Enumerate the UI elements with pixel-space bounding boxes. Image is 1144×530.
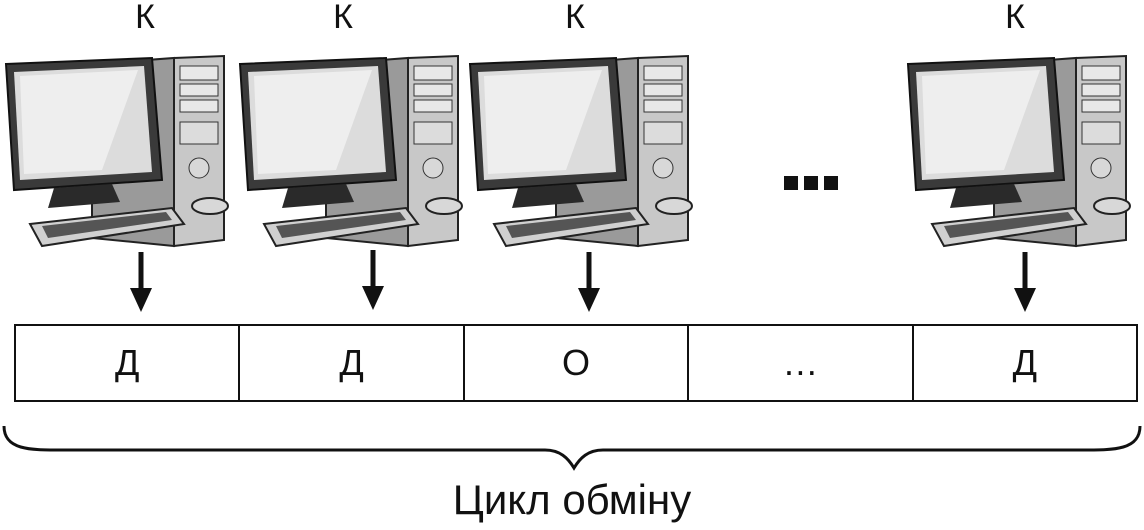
computer-label-1: К <box>135 0 155 36</box>
down-arrow-icon <box>130 252 152 312</box>
computer-icon <box>468 54 693 248</box>
frame-slot-4: … <box>689 326 914 400</box>
exchange-frame: Д Д О … Д <box>14 324 1138 402</box>
frame-slot-5: Д <box>1012 342 1038 383</box>
frame-slot-3: О <box>465 326 690 400</box>
down-arrow-icon <box>1014 252 1036 312</box>
cycle-caption: Цикл обміну <box>452 476 692 523</box>
down-arrow-icon <box>578 252 600 312</box>
computer-icon <box>4 54 229 248</box>
computer-label-4: К <box>1005 0 1025 36</box>
brace-icon <box>2 425 1142 471</box>
computer-icon <box>238 54 463 248</box>
frame-slot-1: Д <box>16 326 241 400</box>
computer-label-3: К <box>565 0 585 36</box>
down-arrow-icon <box>362 250 384 310</box>
computer-icon <box>906 54 1131 248</box>
ellipsis-icon <box>784 176 838 190</box>
frame-slot-2: Д <box>240 326 465 400</box>
computer-label-2: К <box>333 0 353 36</box>
